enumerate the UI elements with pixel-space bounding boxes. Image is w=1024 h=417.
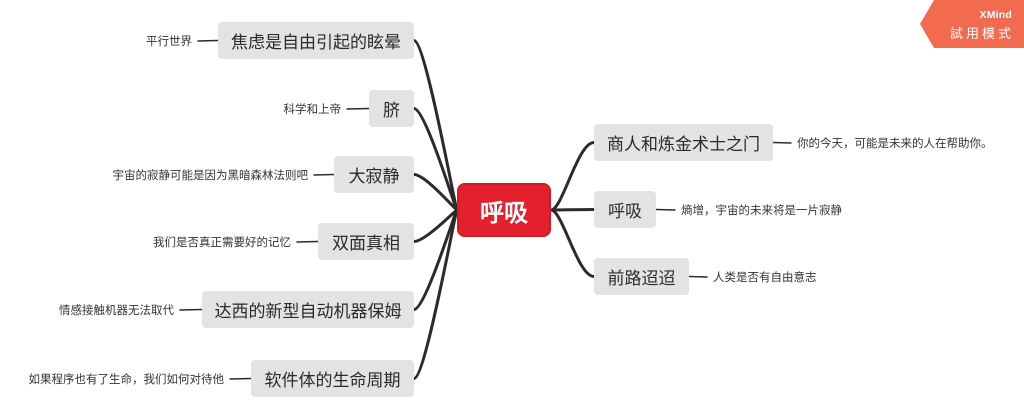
note-text: 平行世界 (146, 34, 192, 48)
note-science-and-god[interactable]: 科学和上帝 (284, 102, 342, 116)
note-text: 情感接触机器无法取代 (59, 303, 174, 317)
note-emotional-contact[interactable]: 情感接触机器无法取代 (59, 303, 174, 317)
note-parallel-world[interactable]: 平行世界 (146, 34, 192, 48)
connector-note-left (296, 240, 319, 243)
trial-mode-label: 試用模式 (949, 27, 1014, 42)
note-text: 熵增，宇宙的未来将是一片寂静 (681, 203, 842, 217)
note-program-life[interactable]: 如果程序也有了生命，我们如何对待他 (29, 372, 225, 386)
connector-note-right (772, 141, 792, 144)
connector-note-left (346, 107, 370, 110)
topic-exhalation[interactable]: 呼吸 (594, 191, 656, 228)
connector-main-left (412, 208, 459, 380)
topic-label: 呼吸 (608, 202, 642, 222)
note-text: 你的今天，可能是未来的人在帮助你。 (797, 136, 993, 150)
connector-note-left (229, 377, 252, 380)
note-text: 我们是否真正需要好的记忆 (153, 235, 291, 249)
connector-main-right (549, 208, 596, 212)
topic-label: 商人和炼金术士之门 (607, 135, 760, 155)
connector-note-left (197, 39, 219, 42)
connector-note-right (655, 208, 676, 211)
note-good-memory[interactable]: 我们是否真正需要好的记忆 (153, 235, 291, 249)
topic-great-silence[interactable]: 大寂静 (334, 156, 414, 193)
xmind-brand-label: XMind (979, 9, 1012, 21)
topic-label: 大寂静 (348, 167, 400, 187)
central-topic[interactable]: 呼吸 (457, 183, 551, 237)
connector-main-left (412, 107, 459, 212)
topic-label: 双面真相 (332, 234, 400, 254)
note-free-will[interactable]: 人类是否有自由意志 (713, 270, 817, 284)
topic-label: 软件体的生命周期 (264, 371, 401, 391)
topic-label: 达西的新型自动机器保姆 (214, 302, 402, 322)
note-future-help[interactable]: 你的今天，可能是未来的人在帮助你。 (797, 136, 993, 150)
topic-label: 焦虑是自由引起的眩晕 (231, 33, 401, 53)
badge-shape (920, 0, 1024, 48)
trial-mode-badge[interactable]: XMind 試用模式 (920, 0, 1024, 48)
connector-note-left (179, 308, 203, 311)
topic-anxiety-freedom-dizziness[interactable]: 焦虑是自由引起的眩晕 (218, 22, 414, 59)
note-text: 人类是否有自由意志 (713, 270, 817, 284)
topic-label: 前路迢迢 (607, 269, 676, 289)
note-entropy[interactable]: 熵增，宇宙的未来将是一片寂静 (681, 203, 842, 217)
connector-main-left (412, 173, 459, 212)
connector-main-left (412, 39, 459, 212)
topic-dacey-automatic-nanny[interactable]: 达西的新型自动机器保姆 (202, 291, 414, 328)
topic-merchant-alchemist-gate[interactable]: 商人和炼金术士之门 (594, 124, 773, 161)
topic-software-lifecycle[interactable]: 软件体的生命周期 (251, 360, 414, 397)
connector-main-left (412, 208, 459, 311)
note-text: 宇宙的寂静可能是因为黑暗森林法则吧 (112, 168, 309, 182)
note-text: 科学和上帝 (283, 102, 342, 116)
topic-navel[interactable]: 脐 (369, 90, 414, 127)
topic-two-faced-truth[interactable]: 双面真相 (318, 223, 414, 260)
connector-note-right (688, 275, 708, 278)
note-dark-forest[interactable]: 宇宙的寂静可能是因为黑暗森林法则吧 (113, 168, 309, 182)
connector-note-left (313, 173, 335, 176)
topic-label: 脐 (383, 101, 400, 121)
connector-main-right (549, 208, 596, 278)
topic-long-road-ahead[interactable]: 前路迢迢 (594, 258, 689, 295)
note-text: 如果程序也有了生命，我们如何对待他 (28, 372, 225, 386)
connector-main-right (549, 141, 596, 212)
central-topic-label: 呼吸 (480, 198, 528, 227)
